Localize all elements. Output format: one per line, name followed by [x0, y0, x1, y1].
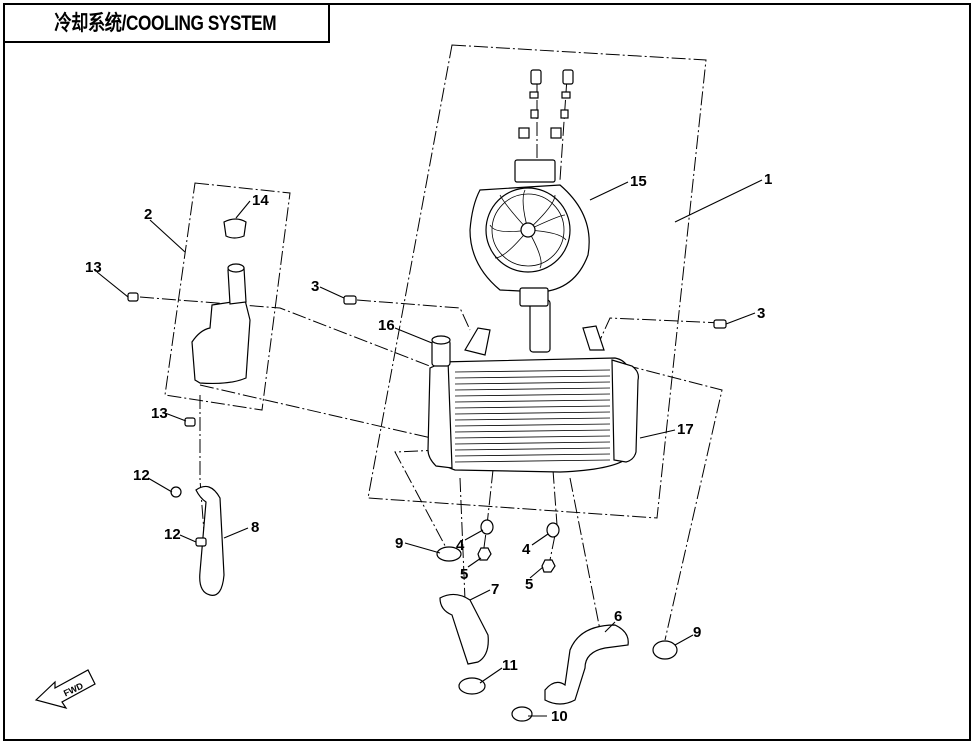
callout-11: 11: [502, 657, 518, 674]
callout-13-lower: 13: [151, 405, 168, 422]
callout-12-upper: 12: [133, 467, 150, 484]
callout-5-left: 5: [460, 566, 468, 583]
callout-16: 16: [378, 317, 395, 334]
callout-10: 10: [551, 708, 568, 725]
callout-17: 17: [677, 421, 694, 438]
callout-9-left: 9: [395, 535, 403, 552]
title-box: 冷却系统/COOLING SYSTEM: [3, 3, 330, 43]
callout-4-right: 4: [522, 541, 531, 558]
callout-5-right: 5: [525, 576, 533, 593]
hose-clamps: [436, 546, 678, 722]
callout-1: 1: [764, 171, 772, 188]
fwd-arrow: FWD: [34, 669, 96, 709]
page-title: 冷却系统/COOLING SYSTEM: [54, 12, 277, 35]
callout-8: 8: [251, 519, 259, 536]
callout-6: 6: [614, 608, 622, 625]
callout-2: 2: [144, 206, 152, 223]
small-fasteners: [127, 292, 727, 573]
callout-3-right: 3: [757, 305, 765, 322]
hose-6: [544, 624, 629, 705]
coolant-reservoir: [191, 218, 251, 385]
callout-9-right: 9: [693, 624, 701, 641]
callout-12-lower: 12: [164, 526, 181, 543]
callout-15: 15: [630, 173, 647, 190]
callout-13-upper: 13: [85, 259, 102, 276]
callout-3-left: 3: [311, 278, 319, 295]
diagram-frame: [3, 3, 971, 741]
leader-lines: [96, 179, 763, 717]
radiator: [427, 299, 639, 473]
reservoir-hose: [195, 485, 225, 596]
callout-numbers: 1 2 3 3 4 4 5 5 6 7 8 9 9 10 11 12 12 13…: [85, 171, 772, 725]
callout-4-left: 4: [456, 537, 465, 554]
radiator-group-outline: [367, 44, 707, 519]
hose-7: [439, 593, 489, 665]
reservoir-group-outline: [164, 182, 291, 411]
cooling-fan: [469, 159, 590, 307]
callout-7: 7: [491, 581, 499, 598]
fan-bolts: [518, 69, 574, 139]
callout-14: 14: [252, 192, 269, 209]
